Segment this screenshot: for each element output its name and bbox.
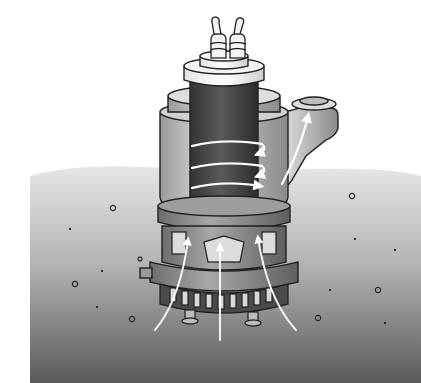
bubble-icon <box>128 315 136 323</box>
flow-arrow-icon <box>154 234 297 341</box>
flow-arrow-icon <box>190 111 312 191</box>
bubble-icon <box>137 256 143 262</box>
bubble-icon <box>314 314 322 322</box>
motor-core <box>189 70 259 210</box>
pump-feet <box>181 309 262 327</box>
bubble-icon <box>109 204 117 212</box>
bubble-icon <box>71 280 79 288</box>
bubble-icon <box>348 192 356 200</box>
bubble-icon <box>374 286 382 294</box>
cable-icon <box>209 16 247 59</box>
